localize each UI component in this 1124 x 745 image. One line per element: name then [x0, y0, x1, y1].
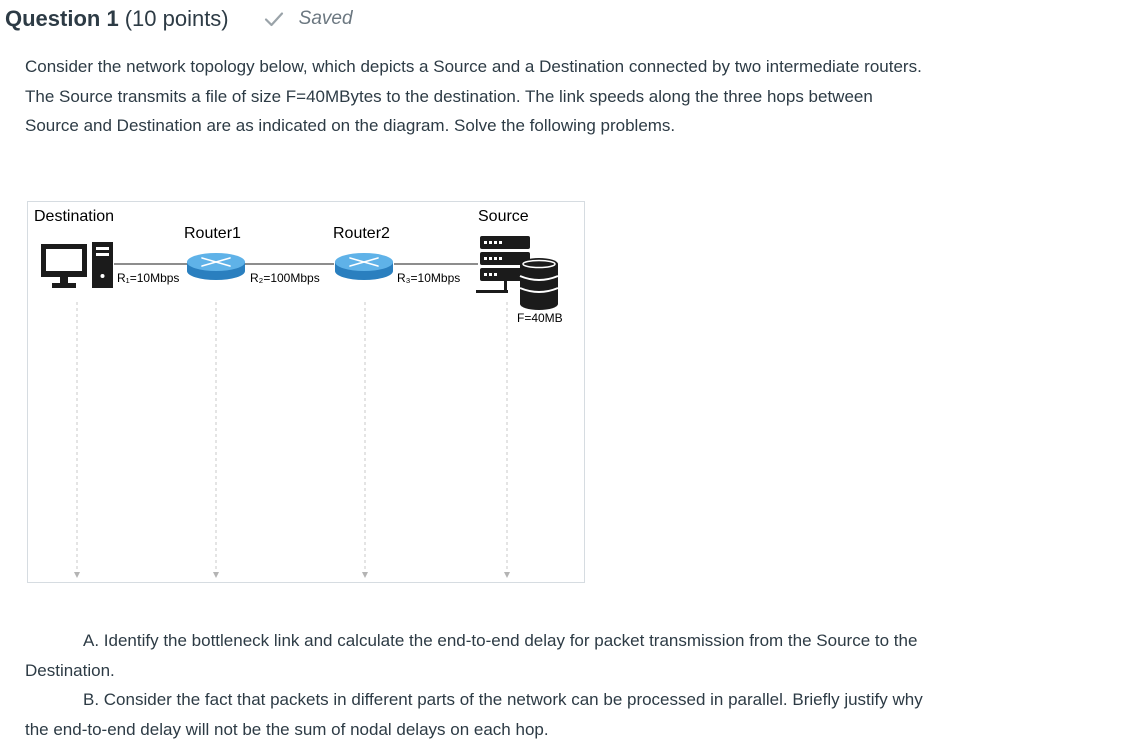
checkmark-icon [264, 12, 283, 27]
timeline-arrows [74, 572, 510, 578]
part-a-text: A. Identify the bottleneck link and calc… [25, 631, 918, 680]
part-a: A. Identify the bottleneck link and calc… [25, 626, 945, 685]
link1-label: R₁=10Mbps [117, 271, 180, 285]
question-header: Question 1 (10 points) Saved [5, 4, 353, 34]
source-label: Source [478, 208, 529, 225]
part-b: B. Consider the fact that packets in dif… [25, 685, 945, 744]
network-diagram: Destination Source Router1 Router2 R₁=10… [27, 201, 585, 583]
part-b-text: B. Consider the fact that packets in dif… [25, 690, 923, 739]
desktop-computer-icon [41, 242, 113, 288]
question-prompt: Consider the network topology below, whi… [25, 57, 922, 135]
saved-status: Saved [263, 8, 353, 30]
destination-label: Destination [34, 208, 115, 225]
question-title: Question 1 [5, 6, 119, 31]
server-database-icon [476, 236, 559, 310]
diagram-graphics [41, 236, 559, 578]
link2-label: R₂=100Mbps [250, 271, 320, 285]
router2-label: Router2 [333, 225, 390, 242]
file-size-label: F=40MB [517, 311, 563, 325]
router2-icon [335, 253, 393, 280]
saved-label: Saved [298, 8, 353, 29]
router1-label: Router1 [184, 225, 241, 242]
question-points: (10 points) [124, 6, 229, 31]
link3-label: R₃=10Mbps [397, 271, 461, 285]
timelines [76, 302, 508, 574]
router1-icon [187, 253, 245, 280]
